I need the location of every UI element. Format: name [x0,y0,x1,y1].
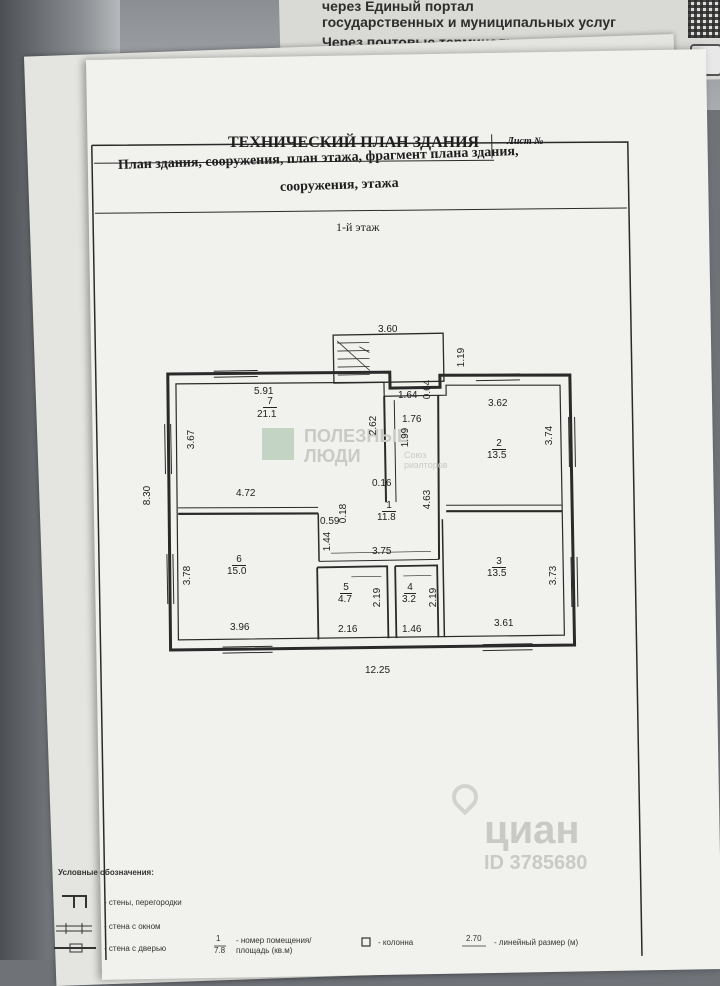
room-2-number: 2 [492,438,506,450]
dim-hall-top: 1.64 [398,390,418,401]
brand-watermark-2: ЛЮДИ [304,446,361,466]
room-6-number: 6 [232,554,246,566]
dim-room1-side: 4.63 [422,489,434,510]
legend-door-wall: - стена с дверью [104,944,167,953]
brand-watermark-1: ПОЛЕЗНЫЕ [304,426,410,446]
room-2-area: 13.5 [487,450,507,461]
flyer-line-1: через Единый портал [322,0,474,14]
dim-col-a: 0.16 [372,478,392,489]
cian-id-watermark: ID 3785680 [484,852,588,874]
dim-porch-depth: 1.19 [456,347,468,368]
dim-room2-side: 3.74 [544,425,556,446]
room-5-number: 5 [340,582,352,594]
dim-room4-side: 2.19 [428,587,440,608]
brand-watermark-sub: Союз риэлторов [404,450,448,470]
dim-room7-top: 5.91 [254,386,274,397]
qr-code-icon [688,0,720,38]
dim-room3-bottom: 3.61 [494,618,514,629]
legend-linear-sample: 2.70 [466,934,482,943]
room-7-area: 21.1 [257,409,277,420]
floor-label: 1-й этаж [336,220,380,234]
sheet-number-label: Лист № [507,136,544,147]
room-4-area: 3.2 [402,594,416,605]
dim-total-depth: 8.30 [142,485,154,506]
dim-room7-bottom: 4.72 [236,488,256,499]
document-title: ТЕХНИЧЕСКИЙ ПЛАН ЗДАНИЯ [228,134,480,151]
dim-total-width: 12.25 [365,665,391,676]
dim-room2-top: 3.62 [488,398,508,409]
legend-window-wall: - стена с окном [104,922,161,931]
legend-room-sample-area: 7.8 [214,946,226,955]
room-1-area: 11.8 [377,512,396,523]
legend-room-note: - номер помещения/ площадь (кв.м) [236,936,312,955]
dim-hall-gap: 0.64 [422,379,434,400]
room-4-number: 4 [404,582,416,594]
legend-room-sample-number: 1 [216,934,221,943]
room-5-area: 4.7 [338,594,352,605]
dim-room4-bottom: 1.46 [402,624,422,635]
legend-linear: - линейный размер (м) [494,938,579,947]
document-page [86,49,720,980]
dim-hall-wall: 2.62 [368,415,380,436]
legend-column: - колонна [378,938,414,947]
flyer-line-2: государственных и муниципальных услуг [322,14,616,30]
room-7-number: 7 [263,396,277,408]
dim-col-b: 0.18 [338,503,350,524]
dim-room5-side: 2.19 [372,587,384,608]
room-3-area: 13.5 [487,568,507,579]
dim-room6-side: 3.78 [182,565,194,586]
legend-walls: - стены, перегородки [104,898,182,907]
legend-heading: Условные обозначения: [58,868,154,877]
dim-col-c: 0.59 [320,516,340,527]
dim-room5-bottom: 2.16 [338,624,358,635]
dim-porch-width: 3.60 [378,324,398,335]
brand-logo-icon [262,428,294,460]
dim-room3-side: 3.73 [548,565,560,586]
room-1-number: 1 [382,500,396,512]
dim-col-d: 1.44 [322,531,334,552]
room-6-area: 15.0 [227,566,247,577]
dim-corridor: 3.75 [372,546,392,557]
dim-room7-side: 3.67 [186,429,198,450]
dim-hall-height: 1.99 [400,427,412,448]
cian-watermark: циан [484,808,580,852]
dim-hall-inner: 1.76 [402,414,422,425]
room-3-number: 3 [492,556,506,568]
dim-room6-bottom: 3.96 [230,622,250,633]
